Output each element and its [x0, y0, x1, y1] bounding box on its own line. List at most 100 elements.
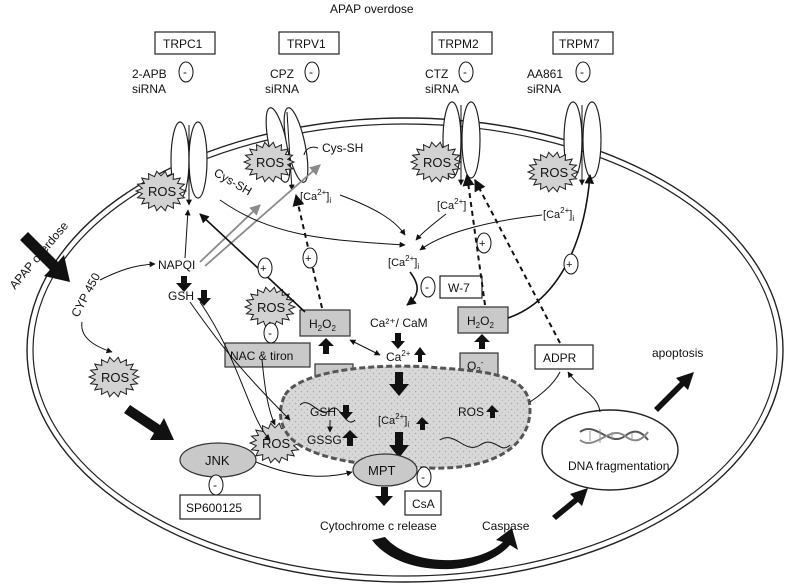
ros-trpv1-starburst: ROS: [242, 141, 296, 183]
cyp450-label: CYP 450: [68, 270, 103, 319]
trpm2-inhibitor: CTZ: [425, 67, 448, 81]
ros-mid-minus: -: [268, 326, 272, 340]
svg-text:[Ca2+]: [Ca2+]: [437, 197, 466, 212]
ros-mid-left-label: ROS: [257, 300, 286, 315]
gssg-up: [342, 430, 358, 446]
ros-cyp-starburst: ROS: [87, 356, 141, 398]
channel-trpm7: TRPM7 AA861 siRNA -: [527, 31, 614, 96]
svg-text:Ca2+: Ca2+: [386, 349, 411, 364]
mpt-minus: -: [421, 470, 425, 484]
mpt-down-arrow: [375, 487, 393, 506]
ros-trpm2-label: ROS: [423, 155, 452, 170]
gssg-label: GSSG: [307, 433, 342, 447]
w7-label: W-7: [448, 281, 470, 295]
h2o2-right-up: [474, 334, 490, 349]
svg-text:[Ca2+]i: [Ca2+]i: [300, 188, 331, 205]
trpc1-minus: -: [183, 65, 187, 79]
napqi-gsh-arrow: [176, 276, 192, 292]
svg-text:[Ca2+]i: [Ca2+]i: [378, 412, 409, 429]
trpm2-channel-shape: [442, 101, 481, 179]
apap-big-arrow: [20, 232, 70, 282]
plus-h2o2-trpm7: +: [566, 259, 572, 271]
trpc1-sirna: siRNA: [132, 82, 166, 96]
csa-label: CsA: [412, 497, 435, 511]
channel-trpc1-label: TRPC1: [163, 37, 203, 51]
w7-minus: -: [425, 280, 429, 294]
cell-membrane-inner: [32, 123, 778, 577]
cacam-down-arrow: [391, 333, 405, 349]
mito-gsh-label: GSH: [310, 405, 336, 419]
cys-sh-label-left: Cys-SH: [212, 165, 255, 198]
ros-trpm7-label: ROS: [540, 165, 569, 180]
ros-trpc1-label: ROS: [148, 184, 177, 199]
ca-trpm2: [Ca2+]: [437, 197, 466, 212]
h2o2-left-label: H2O2: [309, 317, 336, 333]
svg-text:[Ca2+]i: [Ca2+]i: [543, 206, 574, 223]
trpm7-inhibitor: AA861: [527, 67, 563, 81]
w7-minus-circle: [420, 276, 436, 298]
trpv1-sirna: siRNA: [265, 82, 299, 96]
mpt-node: [352, 453, 418, 487]
channel-trpc1: TRPC1 2-APB siRNA -: [132, 31, 216, 96]
h2o2-right-label: H2O2: [467, 314, 494, 330]
caspase-dna-arrow: [552, 488, 588, 520]
dna-fragmentation-node: [541, 409, 679, 491]
cytc-label: Cytochrome c release: [320, 519, 437, 533]
jnk-minus: -: [213, 478, 217, 492]
mito-ros-label: ROS: [458, 405, 484, 419]
ca-cam-label: Ca²⁺/ CaM: [370, 316, 428, 330]
ros-cyp-label: ROS: [101, 370, 130, 385]
trpm2-minus: -: [463, 65, 467, 79]
ca-i-top-left: [Ca2+]i: [300, 188, 331, 205]
nac-tiron-label: NAC & tiron: [230, 349, 293, 363]
svg-text:[Ca2+]i: [Ca2+]i: [388, 254, 419, 271]
trpm7-sirna: siRNA: [527, 82, 561, 96]
dna-helix-icon: [579, 428, 649, 444]
adpr-label: ADPR: [543, 351, 577, 365]
mito-ca-label: [Ca2+]i: [378, 412, 409, 429]
ros-mito-left-label: ROS: [262, 436, 291, 451]
trpv1-inhibitor: CPZ: [270, 67, 294, 81]
ros-trpm7-starburst: ROS: [526, 151, 580, 193]
mito-ca-up: [416, 417, 429, 430]
channel-trpv1-label: TRPV1: [287, 37, 326, 51]
dna-fragmentation-label: DNA fragmentation: [568, 459, 669, 473]
mpt-label: MPT: [368, 463, 396, 478]
cys-sh-label-top: Cys-SH: [322, 141, 363, 155]
ros-mid-left-starburst: ROS: [243, 286, 297, 328]
ca-to-mito-arrow: [389, 372, 409, 396]
plus-h2o2-trpv1: +: [305, 253, 311, 265]
mitochondrion: [279, 364, 532, 470]
plus-h2o2-trpm2: +: [479, 238, 485, 250]
mito-to-mpt-arrow: [389, 432, 409, 458]
plus-h2o2-trpc1: +: [260, 263, 266, 275]
trpv1-minus: -: [309, 65, 313, 79]
caspase-label: Caspase: [482, 519, 530, 533]
ros-trpv1-label: ROS: [256, 155, 285, 170]
ros-trpm2-starburst: ROS: [409, 141, 463, 183]
ca-i-right: [Ca2+]i: [543, 206, 574, 223]
mito-ros-up: [486, 405, 499, 418]
h2o2-left-up: [318, 338, 334, 354]
cell-membrane-outer: [26, 117, 784, 583]
title-apap-overdose: APAP overdose: [330, 2, 414, 16]
jnk-label: JNK: [205, 453, 230, 468]
cytc-caspase-curve: [372, 528, 518, 570]
mito-gsh-down: [339, 405, 353, 420]
ros-to-mito-big-arrow: [124, 405, 174, 440]
apoptosis-label: apoptosis: [652, 346, 703, 360]
ca-up-label: Ca2+: [386, 349, 411, 364]
apoptosis-arrow: [654, 372, 694, 412]
trpm7-minus: -: [580, 65, 584, 79]
napqi-label: NAPQI: [158, 258, 195, 272]
gsh-down-arrow: [197, 290, 211, 306]
ca-i-center: [Ca2+]i: [388, 254, 419, 271]
channel-trpm2-label: TRPM2: [438, 37, 479, 51]
ca-up-arrow: [414, 347, 426, 362]
trpm2-sirna: siRNA: [425, 82, 459, 96]
trpc1-inhibitor: 2-APB: [132, 67, 167, 81]
gsh-label: GSH: [168, 289, 194, 303]
ros-trpc1-starburst: ROS: [134, 170, 188, 212]
channel-trpm7-label: TRPM7: [559, 37, 600, 51]
